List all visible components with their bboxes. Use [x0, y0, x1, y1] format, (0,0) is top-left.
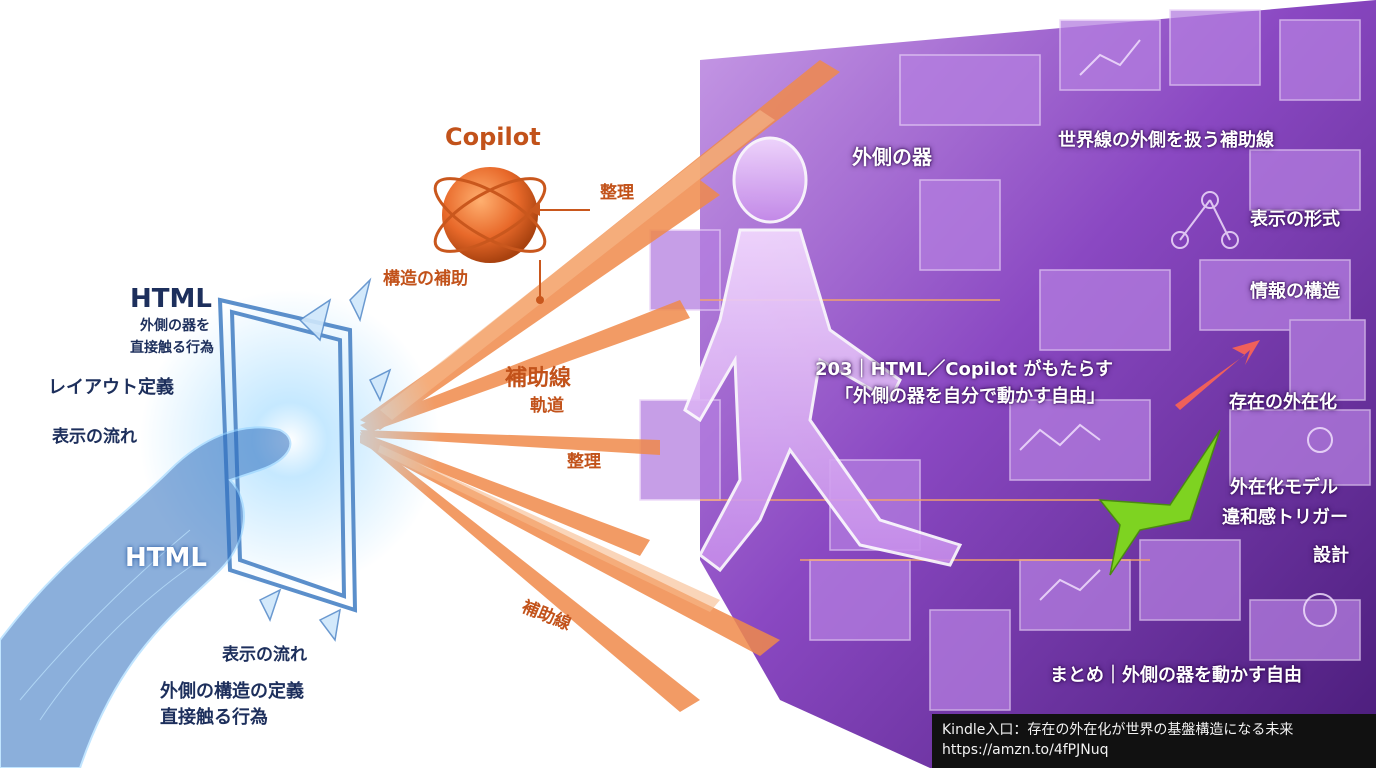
seiri-top: 整理: [600, 183, 634, 203]
jouhou-kouzou: 情報の構造: [1250, 281, 1340, 302]
display-flow-2: 表示の流れ: [222, 645, 307, 665]
html-title: HTML: [130, 284, 212, 314]
data-wall: [639, 0, 1376, 768]
sonzai-label: 存在の外在化: [1229, 392, 1337, 413]
layout-definition: レイアウト定義: [48, 377, 174, 398]
copilot-orb: [433, 167, 590, 304]
main-title-line-1: 203｜HTML／Copilot がもたらす: [815, 359, 1113, 380]
kindle-caption: Kindle入口：存在の外在化が世界の基盤構造になる未来 https://amz…: [932, 714, 1376, 768]
model-label: 外在化モデル: [1230, 477, 1338, 498]
hand-html-label: HTML: [125, 543, 207, 573]
summary-label: まとめ｜外側の器を動かす自由: [1050, 665, 1302, 686]
html-sub-2: 直接触る行為: [130, 340, 214, 356]
walking-figure: [683, 136, 963, 573]
outer-structure-2: 直接触る行為: [160, 707, 268, 728]
sekaisen-label: 世界線の外側を扱う補助線: [1058, 130, 1274, 151]
sekkei-label: 設計: [1313, 545, 1349, 566]
kouzou-hojo: 構造の補助: [383, 269, 468, 289]
hand: [0, 426, 292, 768]
gaisoku-no-utsuwa: 外側の器: [852, 145, 932, 169]
pink-arrow: [1175, 340, 1260, 410]
main-title-line-2: 「外側の器を自分で動かす自由」: [835, 386, 1105, 407]
copilot-label: Copilot: [445, 123, 541, 151]
kidou: 軌道: [530, 396, 564, 416]
caption-link[interactable]: https://amzn.to/4fPJNuq: [942, 742, 1109, 758]
seiri-mid: 整理: [567, 452, 601, 472]
iwakan-label: 違和感トリガー: [1222, 507, 1348, 528]
html-sub-1: 外側の器を: [140, 318, 210, 334]
caption-line-1: Kindle入口：存在の外在化が世界の基盤構造になる未来: [942, 722, 1294, 738]
display-flow: 表示の流れ: [52, 427, 137, 447]
hyouji-keishiki: 表示の形式: [1250, 209, 1340, 230]
green-arrow: [1098, 429, 1221, 576]
hojosen: 補助線: [505, 366, 572, 391]
outer-structure-1: 外側の構造の定義: [160, 681, 304, 702]
